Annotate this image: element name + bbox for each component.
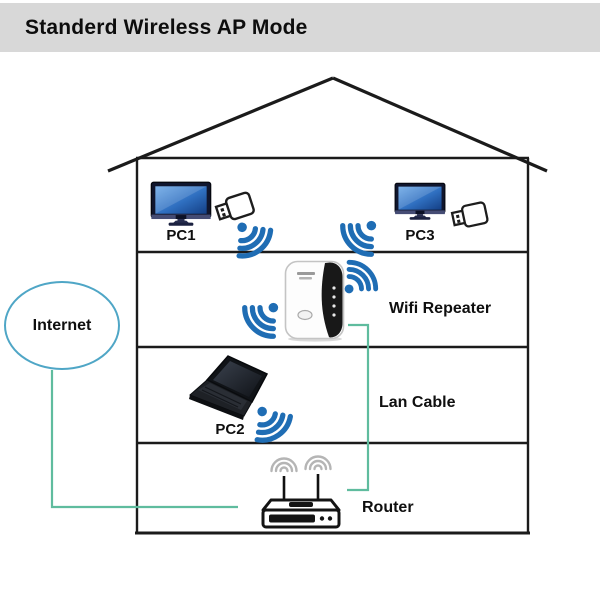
roof-line-left bbox=[107, 76, 334, 173]
wifi-repeater-label: Wifi Repeater bbox=[389, 300, 492, 317]
router-signal-arcs-icon bbox=[270, 455, 332, 473]
repeater-upper-wifi-signal-icon bbox=[342, 257, 381, 296]
lan-cable-label: Lan Cable bbox=[379, 394, 456, 411]
pc3-wifi-signal-icon bbox=[337, 218, 379, 260]
router-icon bbox=[261, 455, 341, 529]
repeater-lan-cable-line bbox=[347, 323, 370, 492]
roof-line-right bbox=[332, 76, 548, 173]
title-bar: Standerd Wireless AP Mode bbox=[0, 3, 600, 52]
internet-label: Internet bbox=[32, 316, 92, 334]
pc2-laptop-icon bbox=[189, 355, 269, 420]
page-title: Standerd Wireless AP Mode bbox=[25, 15, 308, 39]
pc1-wifi-signal-icon bbox=[231, 219, 277, 265]
pc3-monitor-icon bbox=[394, 182, 446, 221]
router-label: Router bbox=[362, 499, 414, 516]
internet-node: Internet bbox=[4, 281, 120, 370]
pc2-label: PC2 bbox=[215, 421, 245, 438]
repeater-left-wifi-signal-icon bbox=[239, 300, 281, 342]
pc1-label: PC1 bbox=[166, 227, 196, 244]
pc3-label: PC3 bbox=[405, 227, 435, 244]
internet-cable-line bbox=[50, 370, 238, 509]
pc1-monitor-icon bbox=[150, 181, 212, 227]
wifi-repeater-device-icon bbox=[284, 260, 345, 342]
